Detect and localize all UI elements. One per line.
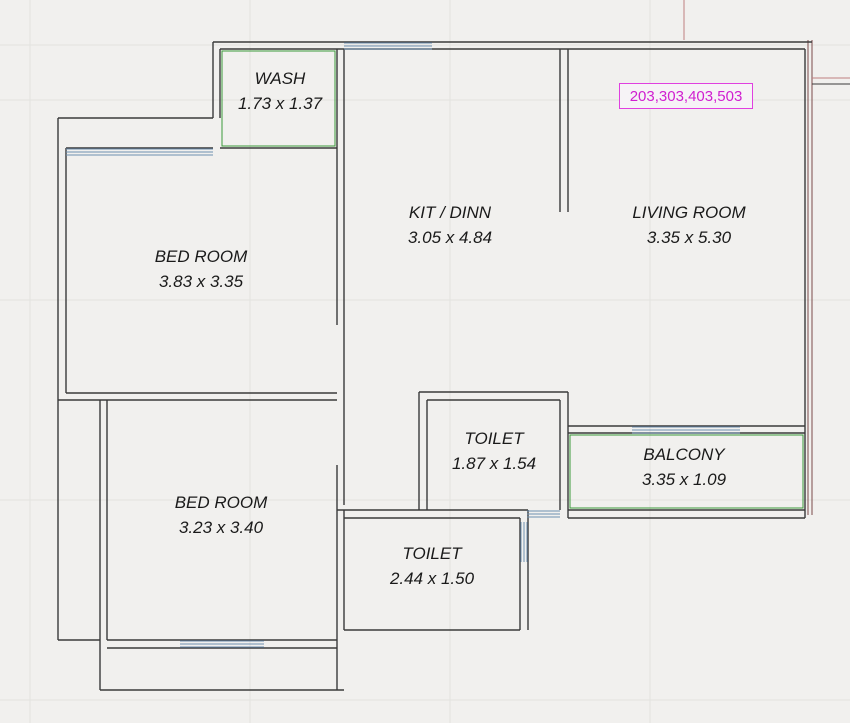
room-toilet-2: TOILET 2.44 x 1.50	[390, 541, 474, 591]
room-size: 3.35 x 1.09	[641, 470, 727, 489]
room-size: 2.44 x 1.50	[389, 569, 475, 588]
room-name: TOILET	[402, 544, 462, 563]
window-bedroom-1	[66, 148, 213, 156]
room-toilet-1: TOILET 1.87 x 1.54	[452, 426, 536, 476]
room-name: BALCONY	[643, 445, 725, 464]
room-bed-room-1: BED ROOM 3.83 x 3.35	[155, 244, 248, 294]
room-size: 3.83 x 3.35	[158, 272, 244, 291]
room-wash: WASH 1.73 x 1.37	[238, 66, 322, 116]
flat-number-label: 203,303,403,503	[619, 83, 753, 109]
window-balcony	[632, 426, 740, 434]
room-size: 1.73 x 1.37	[237, 94, 323, 113]
wet-area-outlines	[221, 50, 804, 509]
windows	[66, 42, 740, 648]
room-name: LIVING ROOM	[632, 203, 746, 222]
room-balcony: BALCONY 3.35 x 1.09	[642, 442, 726, 492]
walls	[57, 41, 812, 691]
window-bedroom-2	[180, 640, 264, 648]
room-name: WASH	[254, 69, 306, 88]
room-name: BED ROOM	[174, 493, 268, 512]
window-kitchen-top	[344, 42, 432, 50]
room-size: 3.35 x 5.30	[646, 228, 732, 247]
room-size: 1.87 x 1.54	[451, 454, 537, 473]
right-edge-lines	[683, 0, 850, 515]
room-size: 3.23 x 3.40	[178, 518, 264, 537]
window-toilet-2	[520, 522, 528, 562]
room-living-room: LIVING ROOM 3.35 x 5.30	[632, 200, 745, 250]
room-bed-room-2: BED ROOM 3.23 x 3.40	[175, 490, 268, 540]
room-name: TOILET	[464, 429, 524, 448]
window-toilet-1	[527, 510, 560, 518]
room-kit-dinn: KIT / DINN 3.05 x 4.84	[408, 200, 492, 250]
room-name: KIT / DINN	[408, 203, 492, 222]
room-name: BED ROOM	[154, 247, 248, 266]
room-size: 3.05 x 4.84	[407, 228, 493, 247]
